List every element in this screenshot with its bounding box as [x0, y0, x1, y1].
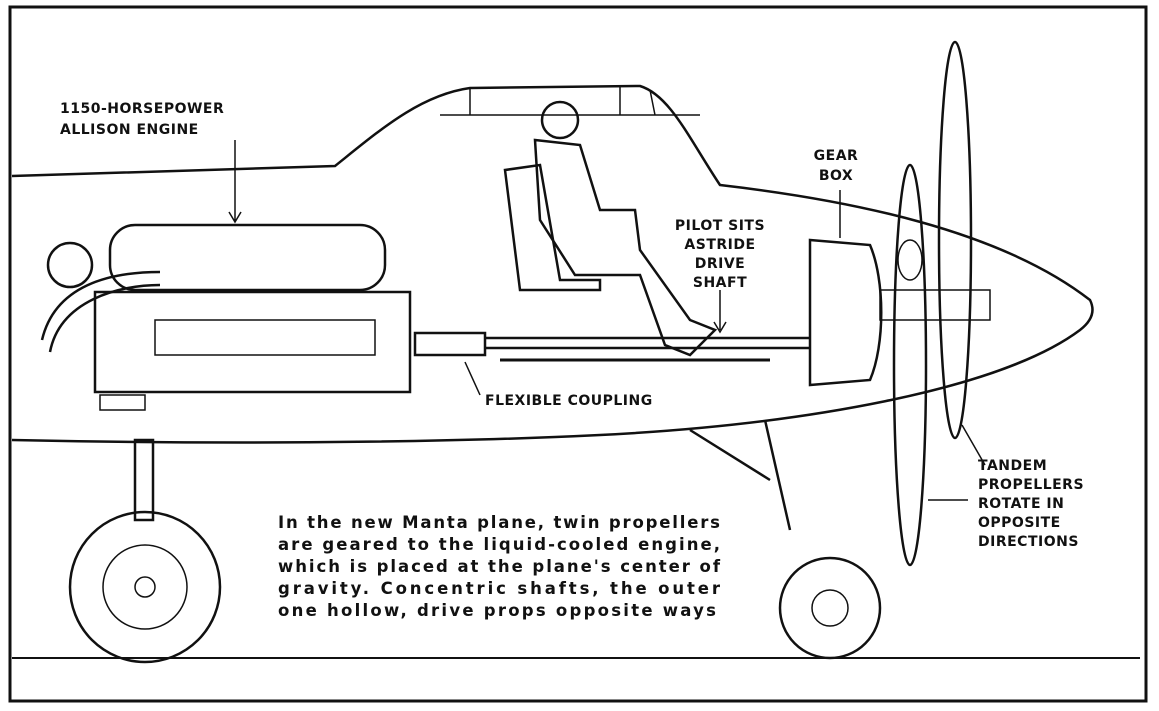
fuselage [11, 84, 1094, 444]
flexible-coupling [413, 331, 487, 357]
gearbox-label-line1: GEAR [814, 148, 859, 164]
propellers-label-line1: TANDEM [978, 458, 1047, 474]
propellers-label-line3: ROTATE IN [978, 496, 1064, 512]
gear-box [808, 238, 991, 387]
pilot-figure [503, 100, 718, 357]
engine-label-line1: 1150-HORSEPOWER [60, 101, 224, 117]
pilot-label-line1: PILOT SITS [675, 218, 765, 234]
propellers-label-line2: PROPELLERS [978, 477, 1084, 493]
pilot-label-line4: SHAFT [693, 275, 747, 291]
engine-label-line2: ALLISON ENGINE [60, 122, 199, 138]
tandem-propellers [892, 40, 973, 567]
pilot-label-line3: DRIVE [695, 256, 746, 272]
caption-line: which is placed at the plane's center of [278, 557, 721, 576]
caption: In the new Manta plane, twin propellers … [278, 513, 721, 620]
gearbox-label-line2: BOX [819, 168, 853, 184]
caption-line: are geared to the liquid-cooled engine, [278, 535, 720, 554]
landing-gear [12, 419, 1140, 664]
pilot-label-line2: ASTRIDE [684, 237, 755, 253]
leader-lines [228, 140, 986, 501]
allison-engine [40, 223, 412, 411]
caption-line: In the new Manta plane, twin propellers [278, 513, 720, 532]
caption-line: gravity. Concentric shafts, the outer [278, 579, 721, 598]
drive-shaft [413, 331, 810, 362]
propellers-label-line5: DIRECTIONS [978, 534, 1079, 550]
coupling-label: FLEXIBLE COUPLING [485, 393, 653, 409]
caption-line: one hollow, drive props opposite ways [278, 601, 716, 620]
propellers-label-line4: OPPOSITE [978, 515, 1061, 531]
